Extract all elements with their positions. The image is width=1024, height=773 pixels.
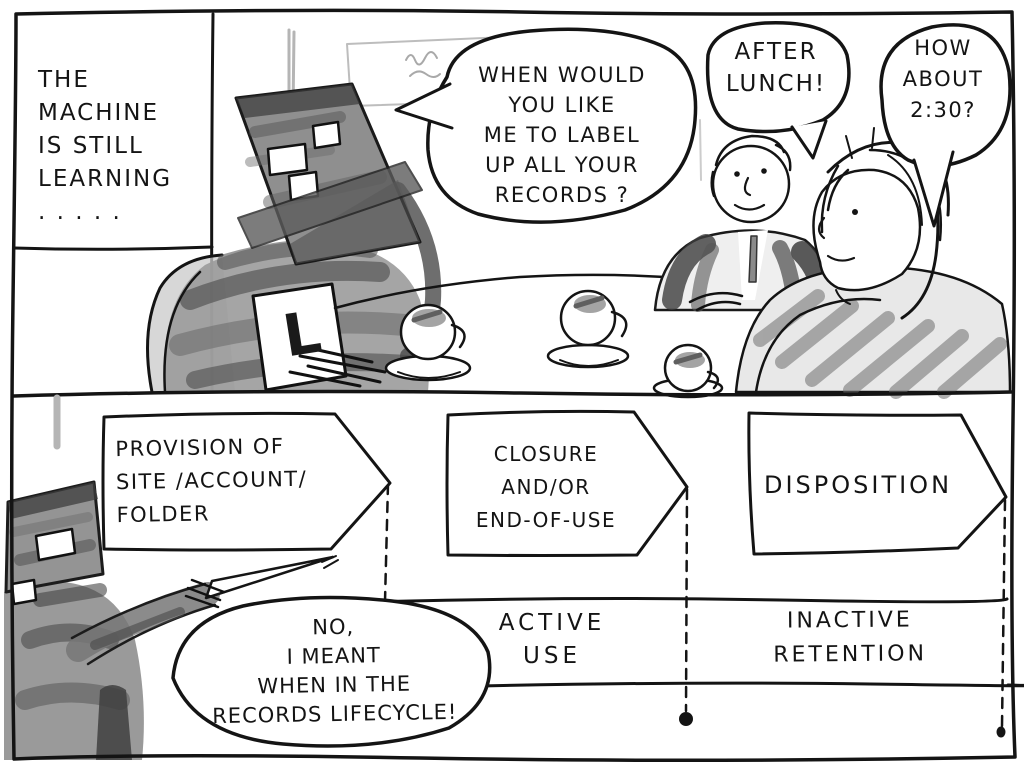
stage-label-provision: PROVISION OF SITE /ACCOUNT/ FOLDER [115, 434, 308, 528]
dashed-connector-3 [1000, 498, 1007, 728]
pointer-stick [204, 555, 335, 600]
coffee-cup-2 [546, 289, 630, 369]
dashed-connector-2 [684, 487, 689, 713]
lifecycle-diagram [101, 409, 1024, 738]
bubble-text-how-about: HOW ABOUT 2:30? [902, 36, 984, 122]
coffee-cups [384, 289, 724, 399]
stage-arrow-3 [747, 411, 1008, 556]
stage-label-disposition: DISPOSITION [763, 471, 953, 499]
robot-character [146, 82, 442, 394]
robot-eye [34, 527, 77, 562]
robot-eye [311, 120, 342, 150]
timeline-band-top [332, 597, 1009, 605]
stage-label-closure: CLOSURE AND/OR END-OF-USE [475, 442, 617, 532]
robot-eye [266, 142, 309, 177]
phase-label-active-use: ACTIVE USE [498, 610, 606, 669]
panel-divider [12, 389, 1013, 398]
timeline-band-bottom [398, 681, 1024, 690]
caption-machine-learning: THE MACHINE IS STILL LEARNING . . . . . [38, 67, 173, 225]
learner-plate [251, 282, 348, 392]
stage-arrow-2 [445, 409, 689, 557]
bubble-text-after-lunch: AFTER LUNCH! [725, 39, 827, 97]
coffee-cup-3 [652, 343, 724, 399]
speech-bubble-after-lunch [705, 21, 851, 134]
bubble-text-robot-clarification: NO, I MEANT WHEN IN THE RECORDS LIFECYCL… [212, 614, 458, 729]
bubble-text-robot-question: WHEN WOULD YOU LIKE ME TO LABEL UP ALL Y… [478, 63, 646, 207]
phase-label-inactive-retention: INACTIVE RETENTION [773, 607, 928, 668]
comic-border [9, 8, 1017, 763]
speech-bubble-robot-clarification [171, 595, 492, 748]
robot-eye [10, 578, 38, 606]
coffee-cup-1 [384, 303, 472, 382]
speech-bubbles-top [394, 21, 1012, 228]
colleague-man [653, 134, 835, 316]
robot-presenter [4, 394, 339, 760]
speech-bubble-how-about [879, 23, 1012, 168]
stage-arrow-1 [101, 411, 392, 552]
learner-plate-letter: L [278, 297, 326, 371]
speech-bubble-robot-question [426, 27, 698, 224]
